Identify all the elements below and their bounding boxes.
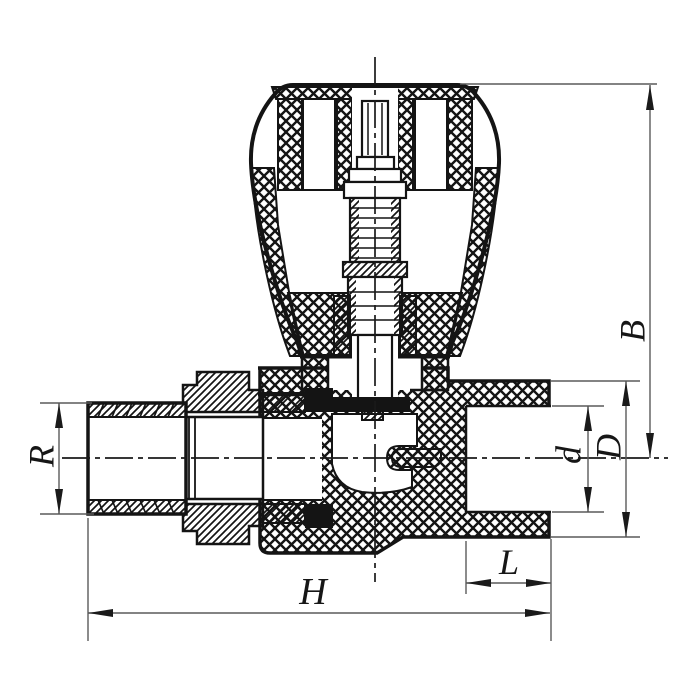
disc-stem-section: [361, 398, 384, 421]
spigot-thread-top: [87, 402, 187, 418]
bonnet-wall-right: [420, 354, 450, 392]
dimension-L: L: [465, 539, 552, 641]
arrow-up: [55, 403, 63, 428]
handle-rib-right: [447, 98, 473, 191]
dimensions: B R d D: [21, 83, 657, 641]
dimension-D: D: [551, 380, 640, 538]
union-nut-bottom: [181, 502, 265, 546]
dimension-d: d: [548, 405, 604, 513]
thread-ticks: [97, 402, 175, 515]
seal-bottom: [305, 504, 333, 528]
bonnet-wall-left: [300, 354, 330, 392]
arrow-up: [622, 381, 630, 406]
gland-right: [399, 295, 417, 357]
dimension-label-d-big: D: [588, 434, 628, 461]
inlet-spigot: [86, 401, 188, 516]
gland-left: [333, 295, 351, 357]
tailpiece-bottom: [262, 503, 306, 524]
dimension-label-d-small: d: [548, 445, 588, 464]
arrow-right: [525, 609, 550, 617]
socket-bore: [466, 406, 552, 512]
dimension-label-l: L: [498, 542, 519, 582]
arrow-down: [622, 512, 630, 537]
dimension-label-h: H: [298, 571, 329, 613]
inlet-chamber: [264, 418, 322, 500]
arrow-right: [526, 579, 551, 587]
arrow-left: [466, 579, 491, 587]
arrow-up: [584, 406, 592, 431]
arrow-down: [646, 433, 654, 458]
valve-seat: [258, 388, 444, 421]
arrow-down: [55, 489, 63, 514]
dimension-label-r: R: [21, 445, 61, 468]
arrow-down: [584, 487, 592, 512]
centerlines: [62, 57, 668, 582]
stem-thread-wall-left: [350, 198, 359, 262]
dimension-R: R: [21, 402, 94, 515]
stem: [333, 88, 417, 401]
handle-window-left: [302, 98, 336, 191]
handle-rib-left: [277, 98, 303, 191]
dimension-B: B: [460, 83, 657, 458]
dimension-label-b: B: [612, 320, 652, 342]
arrow-up: [646, 85, 654, 110]
stem-thread-wall-right: [391, 198, 400, 262]
handle-window-right: [414, 98, 448, 191]
dimension-H: H: [87, 518, 550, 641]
arrow-left: [88, 609, 113, 617]
spigot-thread-bottom: [87, 499, 187, 515]
union-nut-top: [181, 370, 265, 414]
